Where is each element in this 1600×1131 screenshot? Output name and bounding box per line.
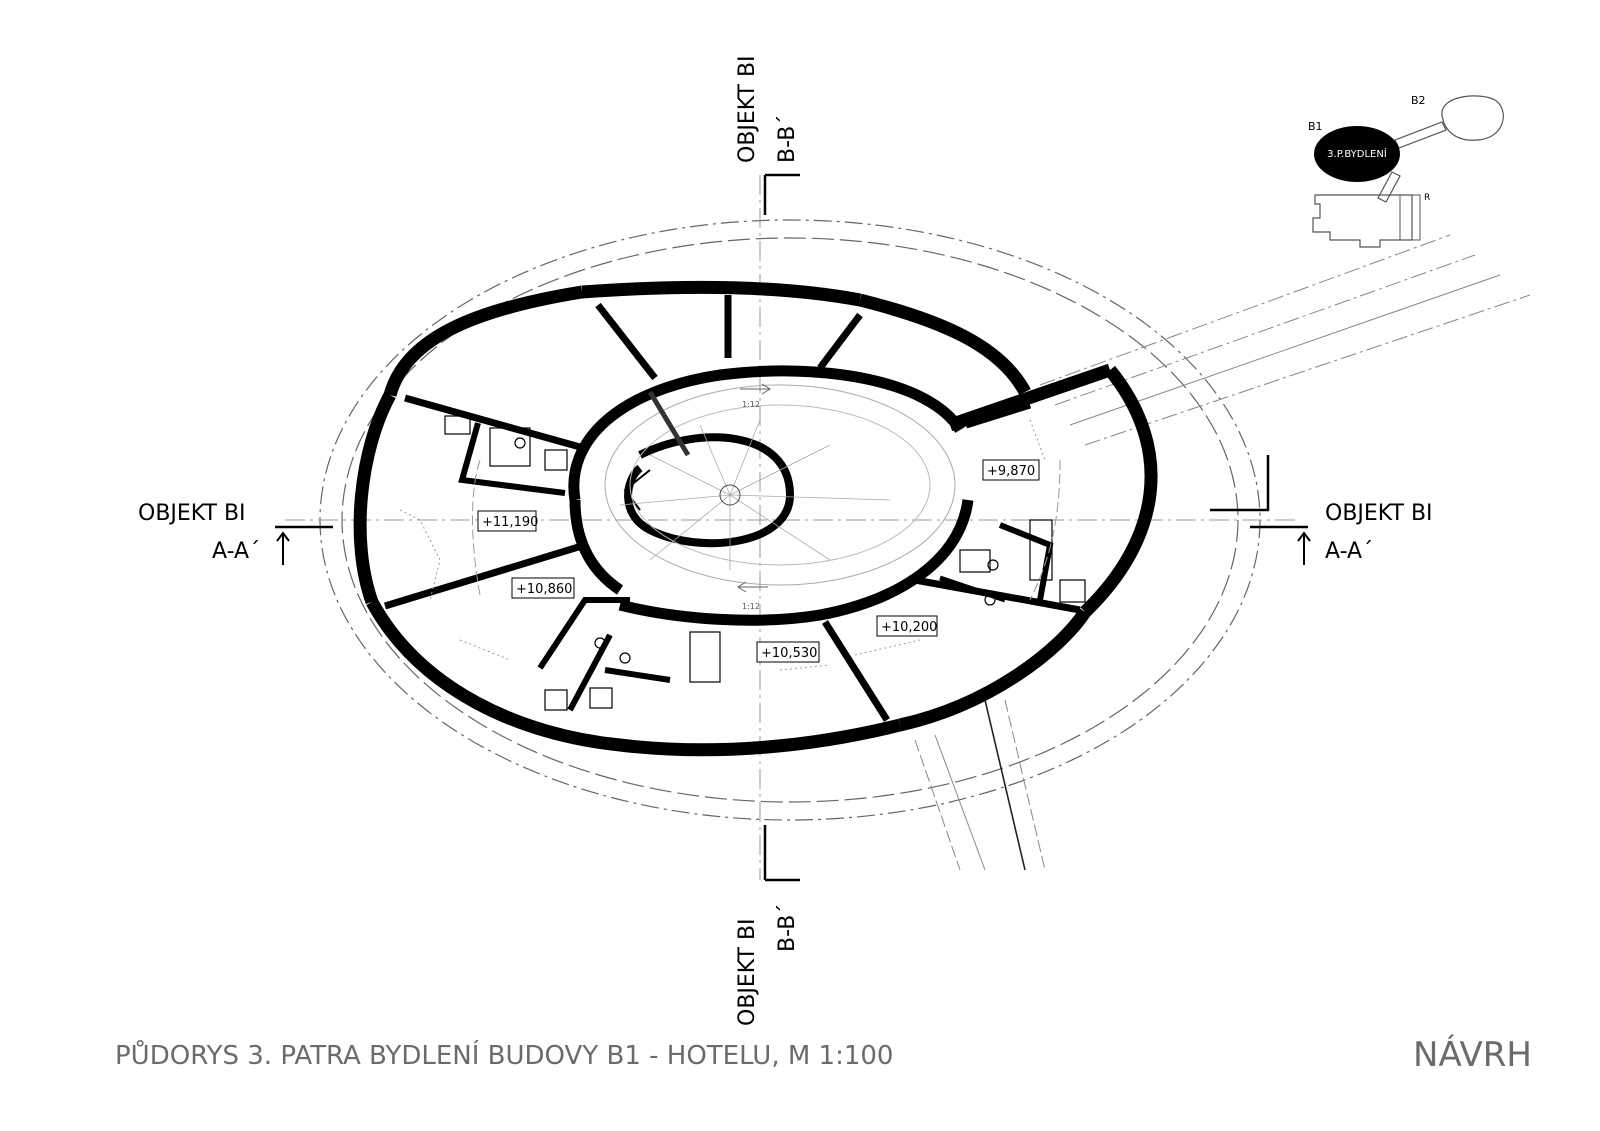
section-bottom-object: OBJEKT BI [735,918,760,1026]
drawing-status: NÁVRH [1413,1034,1532,1075]
terrace-outlines [399,419,1061,671]
section-top-object: OBJEKT BI [735,55,760,163]
bridge-lines [914,234,1531,871]
section-right-object: OBJEKT BI [1325,501,1433,526]
outer-wall [353,280,1158,757]
key-plan-highlight [1314,126,1400,182]
bathroom-pods [444,415,1086,711]
section-top-cut: B-B´ [775,115,800,163]
section-markers [275,173,1311,882]
level-markers [477,459,1040,663]
key-plan-r-label: R [1424,193,1430,203]
level-label-3: +10,860 [516,582,572,597]
section-left-cut: A-A´ [212,539,260,564]
section-bottom-cut: B-B´ [775,904,800,952]
level-label-5: +10,530 [761,646,817,661]
section-left-object: OBJEKT BI [138,501,246,526]
drawing-caption: PŮDORYS 3. PATRA BYDLENÍ BUDOVY B1 - HOT… [115,1039,893,1071]
key-plan-b2-label: B2 [1411,94,1426,107]
section-right-cut: A-A´ [1325,539,1373,564]
inner-ring-wall [568,365,974,626]
level-label-1: +11,190 [482,515,538,530]
level-label-2: +9,870 [987,464,1035,479]
partition-walls [383,295,1081,722]
ramp-slope-lower: 1:12 [742,602,760,611]
stair-core [604,384,956,586]
key-plan-highlight-label: 3.P.BYDLENÍ [1327,147,1387,160]
ramp-slope-upper: 1:12 [742,400,760,409]
level-label-4: +10,200 [881,620,937,635]
ramp-annotations: 1:12 1:12 [737,383,771,611]
key-plan [1312,95,1504,248]
key-plan-b1-label: B1 [1308,120,1323,133]
